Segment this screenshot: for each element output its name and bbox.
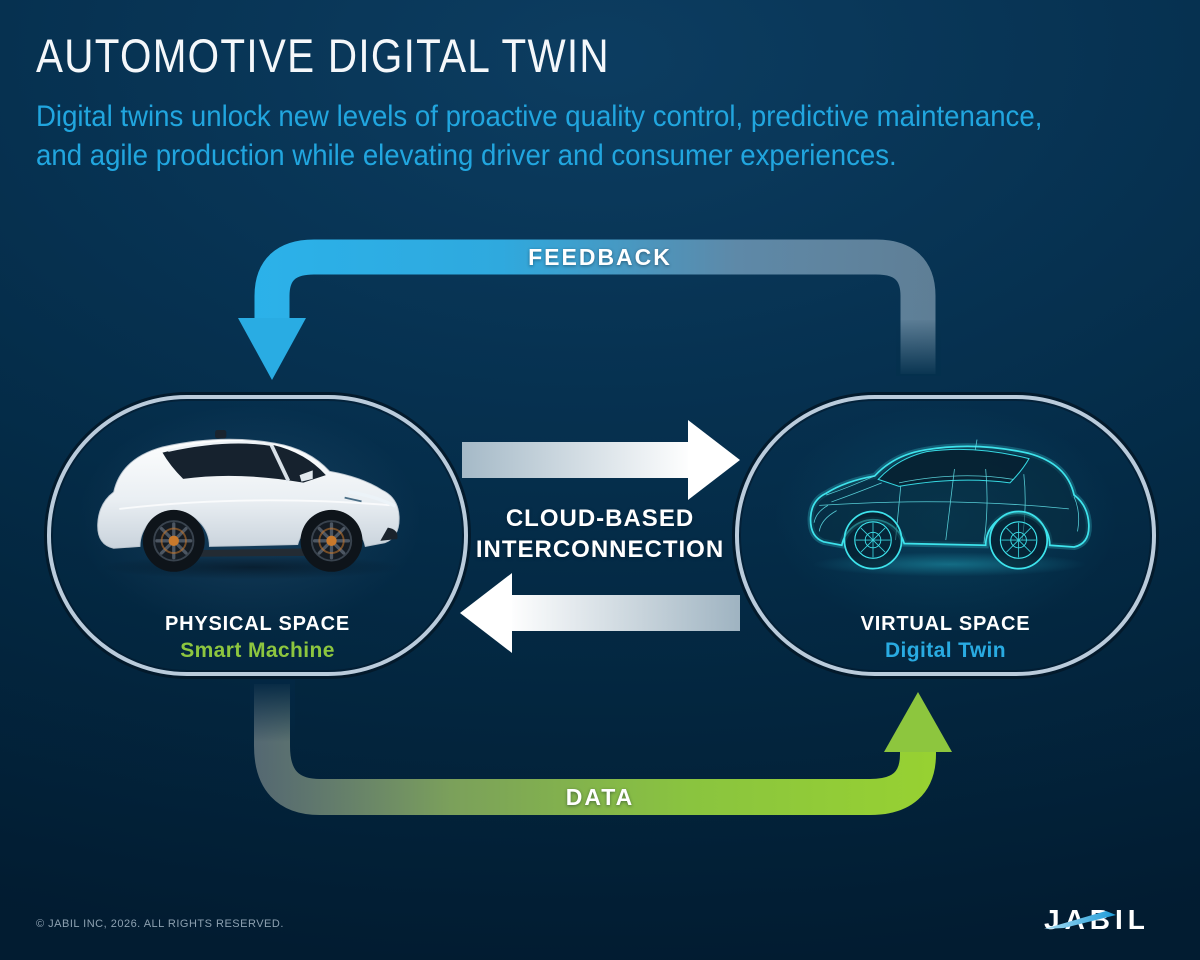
- data-arrowhead-icon: [884, 692, 952, 752]
- interconnection-label: CLOUD-BASED INTERCONNECTION: [0, 503, 1200, 565]
- page-subtitle-line-2: and agile production while elevating dri…: [36, 139, 897, 172]
- physical-space-title: PHYSICAL SPACE: [165, 613, 350, 635]
- jabil-swoosh-icon: [1044, 911, 1116, 929]
- page-subtitle-line-1: Digital twins unlock new levels of proac…: [36, 100, 1043, 133]
- feedback-arrow: [238, 239, 941, 380]
- interconnection-label-line-1: CLOUD-BASED: [505, 505, 695, 532]
- virtual-space-title: VIRTUAL SPACE: [860, 613, 1031, 635]
- feedback-arrowhead-icon: [238, 318, 306, 380]
- physical-space-subtitle: Smart Machine: [180, 639, 335, 662]
- interconnect-arrow-right: [462, 420, 740, 500]
- interconnection-label-line-2: INTERCONNECTION: [475, 536, 725, 563]
- white-car-image: [97, 430, 404, 580]
- page-title: AUTOMOTIVE DIGITAL TWIN: [36, 29, 610, 82]
- interconnect-arrow-left: [460, 573, 740, 653]
- jabil-logo: JABIL: [1044, 904, 1145, 935]
- feedback-label: FEEDBACK: [528, 244, 672, 270]
- copyright-text: © JABIL INC, 2026. ALL RIGHTS RESERVED.: [36, 918, 284, 930]
- wireframe-car-image: [807, 439, 1092, 577]
- data-arrow: [250, 680, 952, 815]
- data-label: DATA: [565, 784, 635, 810]
- page-subtitle: Digital twins unlock new levels of proac…: [36, 97, 1042, 175]
- virtual-space-subtitle: Digital Twin: [884, 639, 1007, 662]
